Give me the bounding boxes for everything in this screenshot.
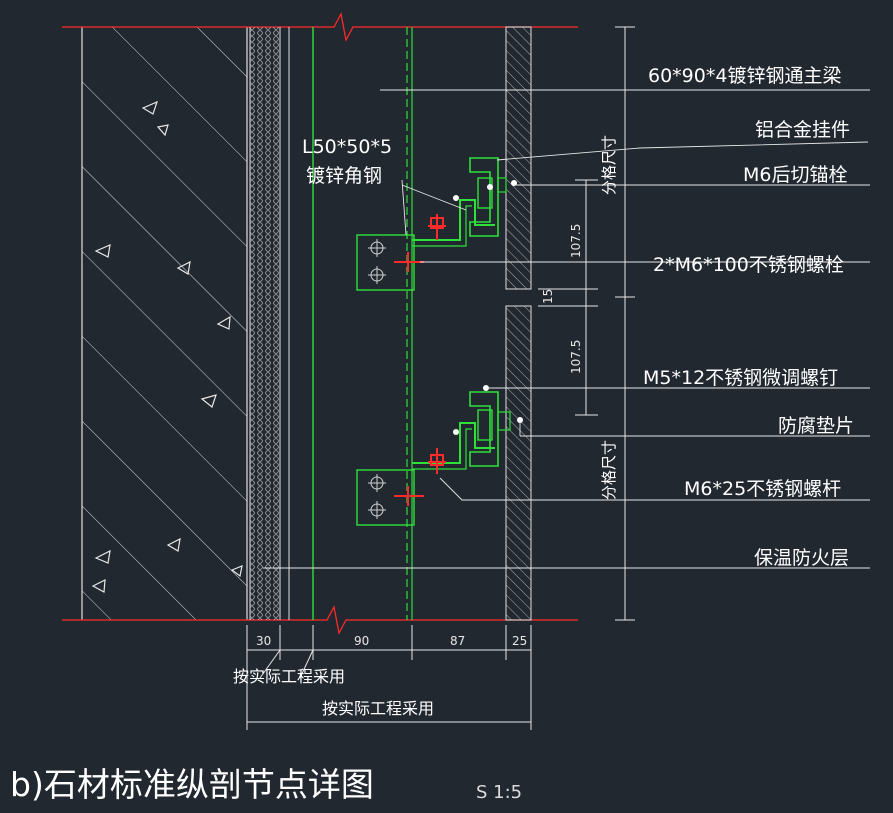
drawing-scale: S 1:5 xyxy=(476,782,522,803)
concrete-wall xyxy=(81,27,248,620)
note-actual-project-1: 按实际工程采用 xyxy=(233,667,345,686)
label-insulation-layer: 保温防火层 xyxy=(754,547,849,569)
label-main-beam: 60*90*4镀锌钢通主梁 xyxy=(648,65,841,87)
aggregate-triangles xyxy=(91,100,243,593)
label-anchor-bolt: M6后切锚栓 xyxy=(743,164,847,186)
stone-panels xyxy=(505,26,532,621)
leader-lines xyxy=(263,89,870,569)
lower-bracket-assembly xyxy=(356,385,523,526)
dim-25: 25 xyxy=(512,634,527,648)
label-adjust-screw: M5*12不锈钢微调螺钉 xyxy=(643,367,838,389)
bottom-dimensions xyxy=(246,625,532,730)
note-actual-project-2: 按实际工程采用 xyxy=(322,699,434,718)
label-steel-bolt: 2*M6*100不锈钢螺栓 xyxy=(653,254,844,276)
label-angle-steel-name: 镀锌角钢 xyxy=(306,165,382,187)
dim-upper: 107.5 xyxy=(569,224,583,258)
dim-30: 30 xyxy=(256,634,271,648)
dim-grid-top: 分格尺寸 xyxy=(600,135,618,195)
label-angle-steel-spec: L50*50*5 xyxy=(302,136,392,158)
dim-90: 90 xyxy=(354,634,369,648)
dim-lower: 107.5 xyxy=(569,340,583,374)
upper-bracket-assembly xyxy=(356,157,517,291)
label-stud-rod: M6*25不锈钢螺杆 xyxy=(684,478,841,500)
dim-87: 87 xyxy=(450,634,465,648)
dim-grid-bottom: 分格尺寸 xyxy=(600,440,618,500)
dim-gap: 15 xyxy=(541,289,555,304)
label-hanger: 铝合金挂件 xyxy=(755,119,850,141)
drawing-title: b)石材标准纵剖节点详图 xyxy=(10,765,374,804)
vertical-dimensions xyxy=(538,26,635,621)
cavity-lines xyxy=(288,27,413,620)
insulation-fire-layer xyxy=(249,27,281,620)
label-anti-corrosion-pad: 防腐垫片 xyxy=(778,415,854,437)
